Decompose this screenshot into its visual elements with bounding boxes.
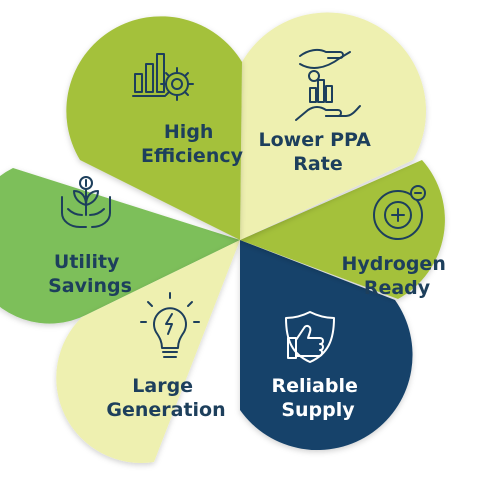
- petal-hydrogen-ready: [240, 160, 445, 299]
- bar-chart-gear-icon: [132, 53, 194, 101]
- petal-utility-savings: [0, 168, 240, 324]
- petal-lower-ppa-rate: [240, 12, 427, 240]
- petal-reliable-supply: [240, 240, 413, 451]
- petal-large-generation: [56, 240, 240, 463]
- petal-label-reliable-supply: Reliable Supply: [272, 375, 365, 421]
- petal-label-high-efficiency: High Efficiency: [141, 121, 244, 167]
- petal-label-hydrogen-ready: Hydrogen Ready: [342, 253, 453, 299]
- atom-plus-minus-icon: [373, 185, 426, 240]
- shield-thumbs-up-icon: [285, 311, 335, 363]
- petal-label-lower-ppa-rate: Lower PPA Rate: [258, 129, 377, 175]
- petal-label-utility-savings: Utility Savings: [48, 251, 132, 297]
- hands-money-chart-icon: [295, 48, 361, 121]
- petal-high-efficiency: [66, 16, 242, 240]
- petal-label-large-generation: Large Generation: [106, 375, 225, 421]
- lightbulb-bolt-icon: [140, 292, 200, 358]
- hands-plant-dollar-icon: [61, 176, 111, 228]
